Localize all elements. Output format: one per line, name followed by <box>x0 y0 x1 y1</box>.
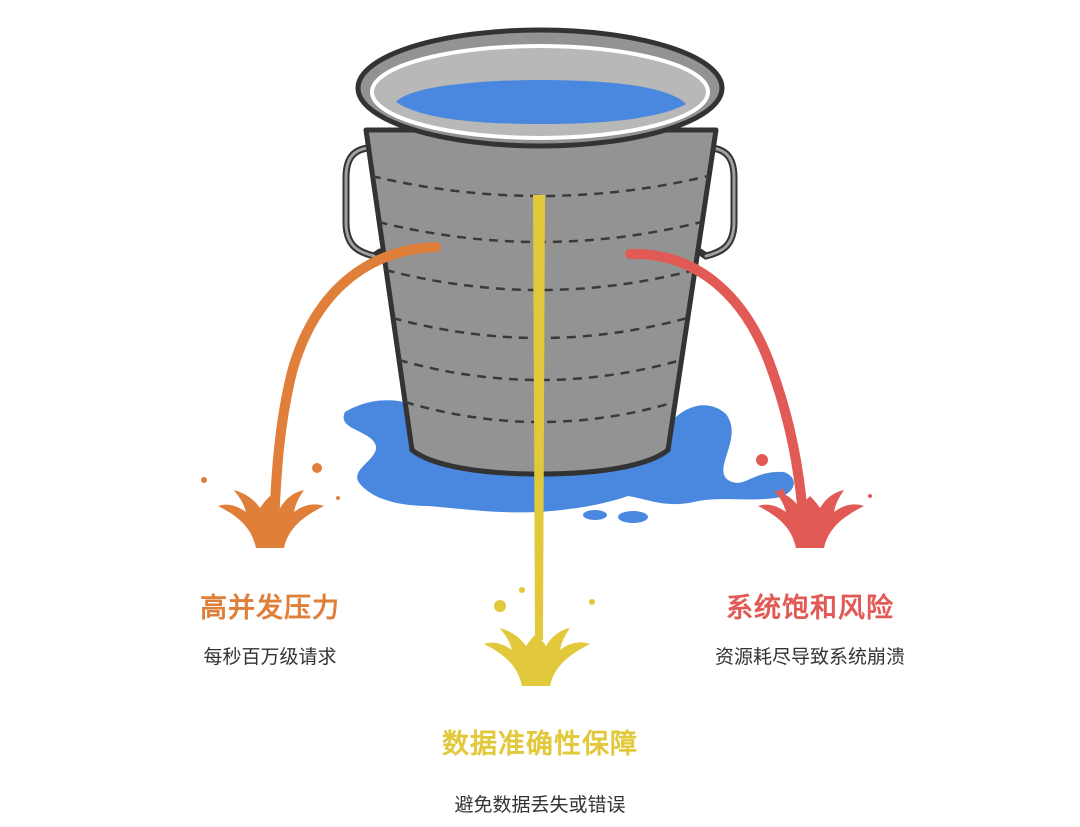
bucket-handle <box>344 146 376 258</box>
stream-yellow <box>533 195 545 640</box>
label-data-accuracy: 数据准确性保障 避免数据丢失或错误 <box>380 722 700 821</box>
label-description: 资源耗尽导致系统崩溃 <box>714 646 905 668</box>
splash-yellow <box>484 628 590 686</box>
bucket-handle <box>704 146 736 258</box>
bucket-rib <box>398 358 682 382</box>
label-title: 数据准确性保障 <box>442 729 638 760</box>
stream-red <box>625 248 809 533</box>
water-surface <box>396 80 686 124</box>
water-droplet <box>583 510 607 520</box>
stream-orange <box>269 242 441 533</box>
bucket-rib <box>371 174 709 198</box>
splash-droplet <box>779 489 785 495</box>
label-system-saturation: 系统饱和风险 资源耗尽导致系统崩溃 <box>690 586 930 673</box>
splash-droplet <box>868 494 872 498</box>
water-droplet <box>618 511 648 523</box>
splash-orange <box>218 490 324 548</box>
label-description: 每秒百万级请求 <box>203 646 337 668</box>
splash-droplet <box>756 454 768 466</box>
splash-droplet <box>312 463 322 473</box>
splash-droplet <box>201 477 207 483</box>
splash-droplet <box>336 496 340 500</box>
splash-droplet <box>494 600 506 612</box>
label-title: 高并发压力 <box>200 593 340 624</box>
label-description: 避免数据丢失或错误 <box>454 794 626 816</box>
splash-droplet <box>589 599 595 605</box>
label-title: 系统饱和风险 <box>726 593 894 624</box>
splash-red <box>758 490 864 548</box>
splash-droplet <box>519 587 525 593</box>
label-high-concurrency: 高并发压力 每秒百万级请求 <box>150 586 390 673</box>
